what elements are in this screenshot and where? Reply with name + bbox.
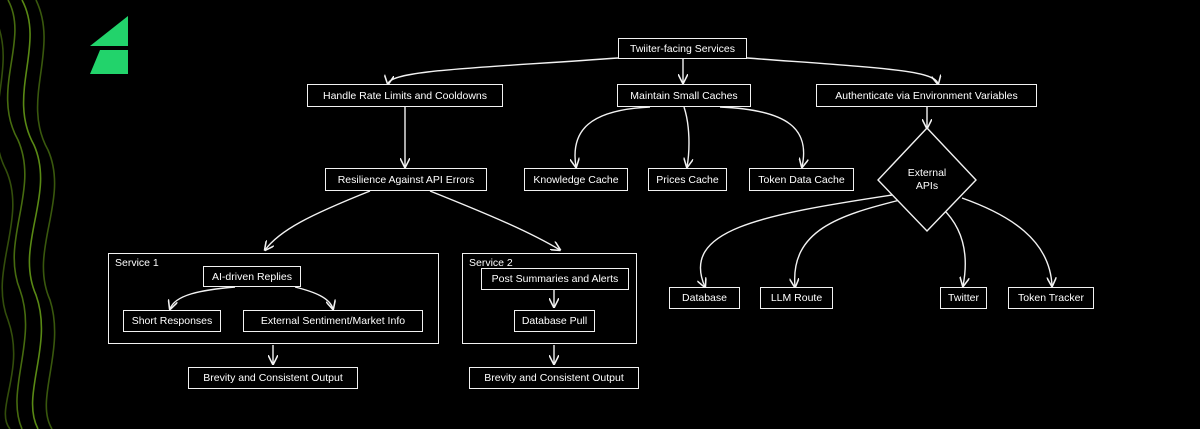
edge-external-twitter <box>941 207 965 286</box>
edge-root-auth <box>746 57 938 84</box>
external-apis-diamond <box>877 126 977 233</box>
wave-line-4 <box>0 28 15 429</box>
node-authenticate-env-vars[interactable]: Authenticate via Environment Variables <box>816 84 1037 107</box>
external-apis-label-line2: APIs <box>915 180 939 192</box>
node-knowledge-cache[interactable]: Knowledge Cache <box>524 168 628 191</box>
node-external-sentiment[interactable]: External Sentiment/Market Info <box>243 310 423 332</box>
node-brevity-output-1[interactable]: Brevity and Consistent Output <box>188 367 358 389</box>
wave-lines <box>0 0 56 429</box>
service-2-group: Service 2 <box>462 253 637 344</box>
node-external-apis[interactable]: External APIs <box>897 167 957 193</box>
node-database-pull[interactable]: Database Pull <box>514 310 595 332</box>
node-short-responses[interactable]: Short Responses <box>123 310 221 332</box>
service-1-group: Service 1 <box>108 253 439 344</box>
node-database[interactable]: Database <box>669 287 740 309</box>
edge-caches-token <box>719 106 804 167</box>
node-token-data-cache[interactable]: Token Data Cache <box>749 168 854 191</box>
edge-ai-sentiment <box>294 286 333 309</box>
node-twitter-facing-services[interactable]: Twiiter-facing Services <box>618 38 747 59</box>
edge-root-rate <box>388 57 619 84</box>
edge-caches-knowledge <box>575 106 651 167</box>
edge-external-database <box>700 194 893 287</box>
edge-external-llm <box>795 199 901 287</box>
node-brevity-output-2[interactable]: Brevity and Consistent Output <box>469 367 639 389</box>
edge-resilience-service1 <box>265 190 371 250</box>
node-post-summaries-alerts[interactable]: Post Summaries and Alerts <box>481 268 629 290</box>
node-token-tracker[interactable]: Token Tracker <box>1008 287 1094 309</box>
edge-resilience-service2 <box>429 190 560 250</box>
node-resilience-api-errors[interactable]: Resilience Against API Errors <box>325 168 487 191</box>
node-prices-cache[interactable]: Prices Cache <box>648 168 727 191</box>
wave-line-3 <box>35 0 56 429</box>
service-1-label: Service 1 <box>115 257 159 269</box>
external-apis-label-line1: External <box>907 167 947 179</box>
logo-bottom-shape <box>90 50 128 74</box>
logo-top-shape <box>90 16 128 46</box>
node-ai-driven-replies[interactable]: AI-driven Replies <box>203 266 301 287</box>
edge-ai-short <box>170 286 236 309</box>
service-2-label: Service 2 <box>469 257 513 269</box>
node-llm-route[interactable]: LLM Route <box>760 287 833 309</box>
logo <box>90 16 128 74</box>
node-twitter[interactable]: Twitter <box>940 287 987 309</box>
edge-caches-prices <box>684 106 689 167</box>
wave-line-1 <box>6 0 27 429</box>
wave-line-2 <box>21 0 43 429</box>
node-handle-rate-limits[interactable]: Handle Rate Limits and Cooldowns <box>307 84 503 107</box>
edge-external-tracker <box>961 197 1052 286</box>
node-maintain-small-caches[interactable]: Maintain Small Caches <box>617 84 751 107</box>
